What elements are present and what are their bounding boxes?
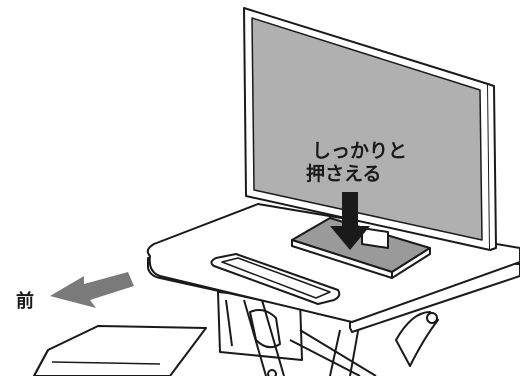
monitor-stand-base — [291, 217, 431, 279]
monitor — [243, 7, 497, 251]
forward-direction-arrow-icon — [50, 272, 134, 308]
lift-mechanism — [217, 291, 439, 379]
press-down-arrow-icon — [330, 192, 370, 250]
instruction-line-1: しっかりと — [312, 140, 408, 162]
direction-front-label: 前 — [16, 291, 34, 312]
instruction-line-2: 押さえる — [306, 163, 382, 185]
keyboard-tray — [33, 325, 207, 377]
